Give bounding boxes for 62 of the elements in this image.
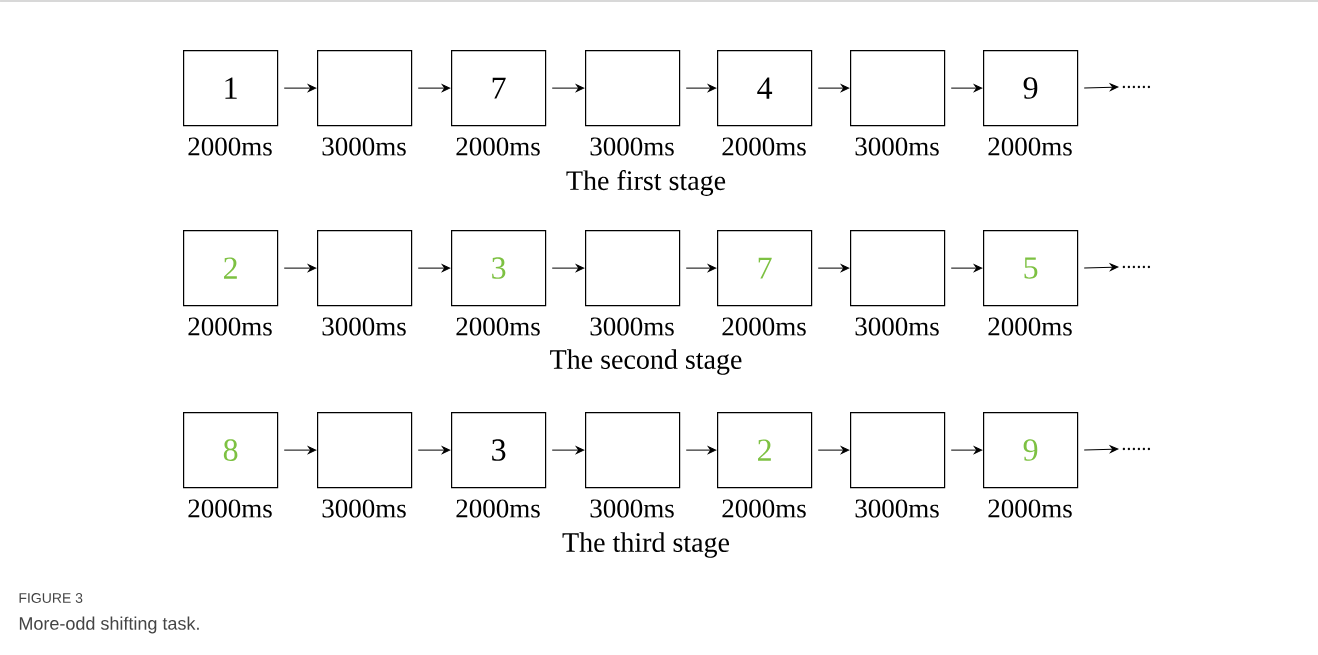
duration-label: 2000ms (188, 317, 272, 336)
duration-label: 2000ms (722, 317, 806, 336)
duration-label: 2000ms (188, 499, 272, 518)
figure-number: FIGURE 3 (19, 593, 83, 603)
stage-title: The first stage (566, 170, 726, 196)
arrow (1083, 263, 1119, 272)
arrow (685, 446, 717, 454)
stimulus-box: 5 (983, 230, 1079, 307)
arrow (950, 446, 983, 454)
stimulus-box: 4 (717, 50, 813, 127)
stimulus-box: 7 (717, 230, 813, 307)
arrow (417, 264, 451, 272)
stimulus-box: 8 (183, 412, 279, 489)
arrow (417, 446, 451, 454)
arrow (1083, 83, 1119, 92)
arrow (551, 446, 585, 454)
stimulus-box: 9 (983, 412, 1079, 489)
arrow (551, 84, 585, 92)
duration-label: 2000ms (188, 137, 272, 156)
duration-label: 3000ms (855, 137, 939, 156)
stimulus-box: 2 (183, 230, 279, 307)
ellipsis-text: ...... (1122, 85, 1151, 89)
duration-label: 3000ms (855, 499, 939, 518)
caption: More-odd shifting task. (19, 616, 199, 634)
arrow (685, 84, 717, 92)
arrow (283, 264, 317, 272)
stimulus-box: 2 (717, 412, 813, 489)
duration-label: 2000ms (722, 137, 806, 156)
stimulus-box: 3 (451, 230, 547, 307)
arrow (417, 84, 451, 92)
arrow (283, 84, 317, 92)
arrow (685, 264, 717, 272)
arrow (817, 446, 850, 454)
duration-label: 3000ms (322, 317, 406, 336)
duration-label: 2000ms (988, 137, 1072, 156)
ellipsis-text: ...... (1122, 265, 1151, 269)
stage-title: The second stage (550, 349, 742, 375)
duration-label: 2000ms (456, 499, 540, 518)
arrow (551, 264, 585, 272)
arrow (950, 84, 983, 92)
duration-label: 2000ms (722, 499, 806, 518)
stage-title: The third stage (562, 532, 729, 558)
stimulus-box: 9 (983, 50, 1079, 127)
ellipsis-text: ...... (1122, 447, 1151, 451)
arrow (1083, 445, 1119, 454)
stimulus-box: 1 (183, 50, 279, 127)
stimulus-box: 7 (451, 50, 547, 127)
duration-label: 2000ms (988, 317, 1072, 336)
arrow (283, 446, 317, 454)
duration-label: 3000ms (322, 499, 406, 518)
arrow (817, 264, 850, 272)
duration-label: 3000ms (590, 137, 674, 156)
stimulus-box: 3 (451, 412, 547, 489)
duration-label: 2000ms (456, 137, 540, 156)
duration-label: 2000ms (456, 317, 540, 336)
duration-label: 2000ms (988, 499, 1072, 518)
duration-label: 3000ms (855, 317, 939, 336)
duration-label: 3000ms (590, 317, 674, 336)
duration-label: 3000ms (590, 499, 674, 518)
duration-label: 3000ms (322, 137, 406, 156)
arrow (950, 264, 983, 272)
arrow (817, 84, 850, 92)
